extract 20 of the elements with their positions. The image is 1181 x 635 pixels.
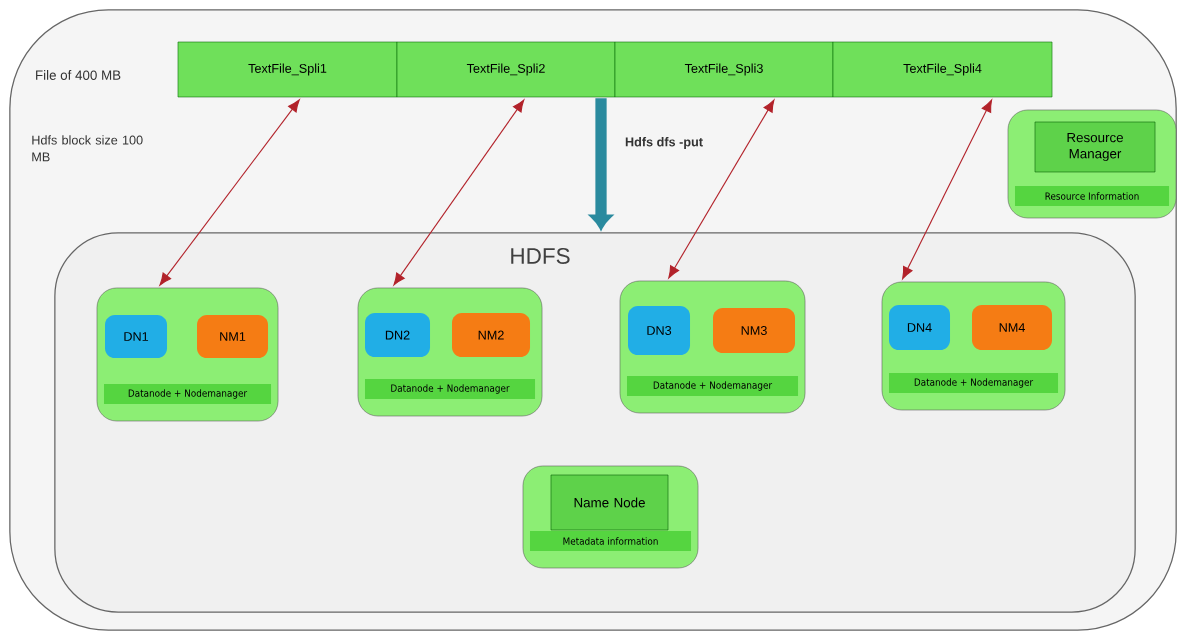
arrow [159,99,300,286]
process-box: Resource Manager [1034,121,1156,173]
datanode-box: DN2 [365,313,430,357]
file-split-box: TextFile_Spli1 [177,41,398,98]
arrow [668,99,775,279]
edge-label: Hdfs dfs -put [625,137,703,149]
process-box: Name Node [550,474,669,531]
nodemanager-box: NM1 [197,315,268,358]
arrow [590,98,612,230]
datanode-box: DN4 [889,305,950,350]
file-split-box: TextFile_Spli4 [832,41,1053,98]
arrow [393,99,525,286]
datanode-box: DN1 [105,315,167,358]
nodemanager-box: NM3 [713,308,795,353]
nodemanager-box: NM2 [452,313,530,357]
arrow [902,99,993,280]
nodemanager-box: NM4 [972,305,1052,350]
file-split-box: TextFile_Spli2 [396,41,616,98]
file-split-box: TextFile_Spli3 [614,41,834,98]
datanode-box: DN3 [628,306,690,355]
